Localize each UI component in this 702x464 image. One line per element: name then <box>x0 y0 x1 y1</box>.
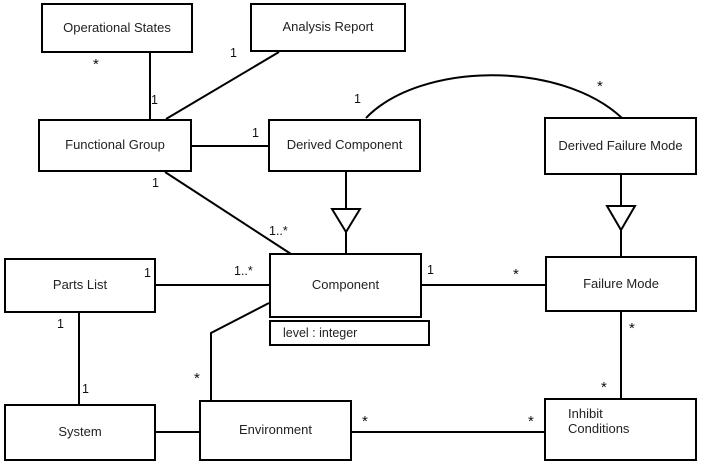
multiplicity-opstates-to-fg: * <box>93 56 99 73</box>
multiplicity-partslist-to-system-bot: 1 <box>82 382 89 396</box>
multiplicity-fg-to-analysis-near-fg: 1 <box>151 93 158 107</box>
class-attributes-component: level : integer <box>269 320 430 346</box>
class-name-derived-failure-mode: Derived Failure Mode <box>558 137 683 153</box>
class-name-system: System <box>58 424 102 440</box>
multiplicity-component-near-partslist: 1..* <box>234 264 253 278</box>
class-box-inhibit-conditions[interactable]: Inhibit Conditions <box>544 398 697 461</box>
class-box-derived-failure-mode[interactable]: Derived Failure Mode <box>544 117 697 175</box>
multiplicity-failuremode-to-inhibit-top: * <box>629 320 635 337</box>
class-name-component: Component <box>311 277 380 293</box>
class-box-component[interactable]: Component <box>269 253 422 318</box>
class-name-derived-component: Derived Component <box>286 137 403 153</box>
class-name-parts-list: Parts List <box>52 277 108 293</box>
generalization-triangle-derivedfailuremode <box>605 205 637 232</box>
class-name-inhibit-conditions: Inhibit Conditions <box>568 405 630 436</box>
class-box-parts-list[interactable]: Parts List <box>4 258 156 313</box>
class-name-functional-group: Functional Group <box>65 137 165 153</box>
attribute-level: level : integer <box>283 325 358 340</box>
multiplicity-partslist-to-component: 1 <box>144 266 151 280</box>
class-name-analysis-report: Analysis Report <box>282 19 374 35</box>
multiplicity-arc-near-derived-component: 1 <box>354 92 361 106</box>
multiplicity-fg-to-derived-component: 1 <box>252 126 259 140</box>
multiplicity-fg-to-analysis-near-ar: 1 <box>230 46 237 60</box>
class-box-functional-group[interactable]: Functional Group <box>38 119 192 172</box>
multiplicity-component-to-failuremode-near-failuremode: * <box>513 266 519 283</box>
class-box-failure-mode[interactable]: Failure Mode <box>545 256 697 312</box>
edge-functionalgroup-analysisreport <box>165 51 280 120</box>
class-box-derived-component[interactable]: Derived Component <box>268 119 421 172</box>
edge-arc-derivedcomponent-derivedfailuremode <box>365 74 623 119</box>
multiplicity-failuremode-to-inhibit-bot: * <box>601 379 607 396</box>
class-name-failure-mode: Failure Mode <box>583 275 659 291</box>
class-box-analysis-report[interactable]: Analysis Report <box>250 3 406 52</box>
multiplicity-environment-to-inhibit-near-environment: * <box>362 413 368 430</box>
generalization-triangle-derivedcomponent <box>330 208 362 234</box>
class-name-operational-states: Operational States <box>63 19 171 35</box>
multiplicity-fg-to-component-near-fg: 1 <box>152 176 159 190</box>
edge-functionalgroup-component <box>164 171 292 255</box>
class-box-operational-states[interactable]: Operational States <box>41 3 193 53</box>
multiplicity-environment-to-inhibit-near-inhibit: * <box>528 413 534 430</box>
multiplicity-partslist-to-system-top: 1 <box>57 317 64 331</box>
multiplicity-environment-to-component: * <box>194 370 200 387</box>
class-name-environment: Environment <box>239 422 312 438</box>
class-box-system[interactable]: System <box>4 404 156 461</box>
multiplicity-fg-to-component-near-component: 1..* <box>269 224 288 238</box>
edge-environment-component <box>210 302 270 400</box>
multiplicity-arc-near-derived-failure-mode: * <box>597 78 603 95</box>
class-box-environment[interactable]: Environment <box>199 400 352 461</box>
multiplicity-component-to-failuremode-near-component: 1 <box>427 263 434 277</box>
